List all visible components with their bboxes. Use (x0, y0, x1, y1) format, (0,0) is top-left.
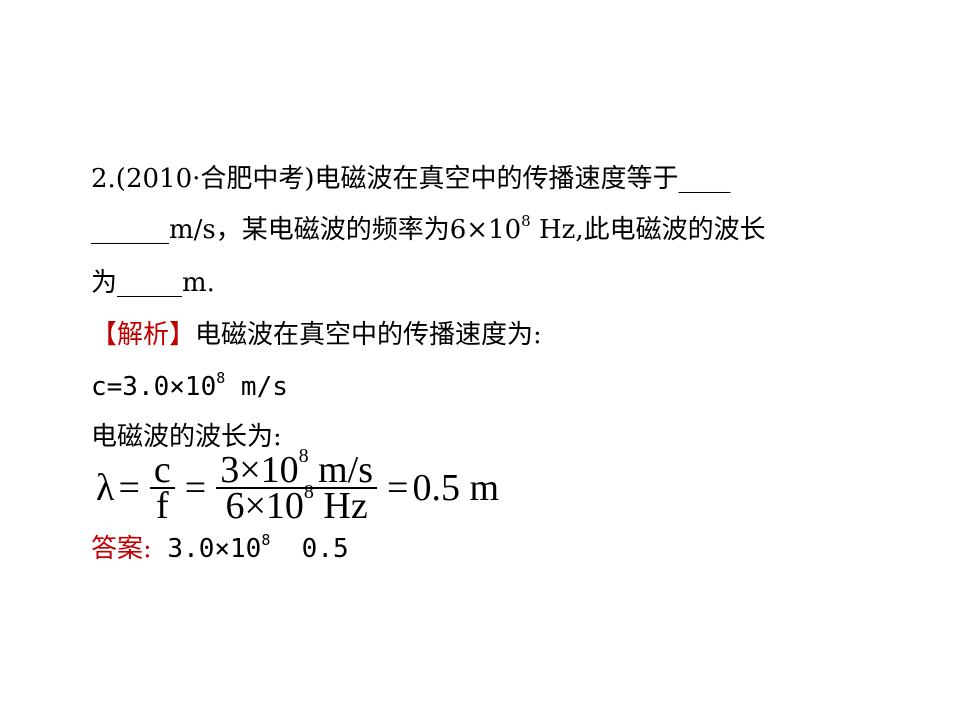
equals-sign-1: = (118, 467, 140, 509)
speed-line: c=3.0×108 m/s (91, 370, 288, 404)
question-line-3: 为_____m. (91, 266, 215, 300)
lambda-symbol: λ (96, 467, 115, 509)
wavelength-formula: λ = c f = 3×108 m/s 6×108 Hz = 0.5 m (96, 446, 500, 527)
formula-result: 0.5 m (412, 467, 500, 509)
fraction-1-numerator: c (153, 449, 171, 491)
analysis-text: 电磁波在真空中的传播速度为: (195, 320, 542, 350)
fraction-2-numerator-base: 3×10 (220, 449, 299, 491)
question-text-2a: ______m/s，某电磁波的频率为6×10 (91, 215, 522, 245)
answer-value-2: 0.5 (270, 534, 349, 564)
fraction-values: 3×108 m/s 6×108 Hz (216, 446, 378, 525)
analysis-label: 【解析】 (91, 320, 196, 350)
question-text-3: 为_____m. (91, 268, 215, 298)
wavelength-intro-line: 电磁波的波长为: (91, 420, 282, 454)
fraction-2-numerator-exp: 8 (298, 445, 309, 468)
speed-exponent: 8 (216, 369, 226, 388)
answer-value-1-base: 3.0×10 (151, 534, 262, 564)
fraction-2-denominator-base: 6×10 (225, 485, 304, 527)
fraction-1-bar (149, 487, 175, 489)
equals-sign-3: = (387, 467, 409, 509)
question-line-2: ______m/s，某电磁波的频率为6×108 Hz,此电磁波的波长 (91, 213, 766, 247)
analysis-line: 【解析】电磁波在真空中的传播速度为: (91, 318, 542, 352)
fraction-2-bar (216, 487, 378, 489)
fraction-2-numerator-unit: m/s (308, 449, 374, 491)
answer-label: 答案: (91, 534, 152, 564)
question-text-2b: Hz,此电磁波的波长 (530, 215, 766, 245)
fraction-1-denominator: f (155, 485, 169, 527)
question-text-1: 2.(2010·合肥中考)电磁波在真空中的传播速度等于____ (91, 164, 731, 194)
question-exponent: 8 (521, 212, 531, 231)
fraction-2-denominator-exp: 8 (303, 481, 314, 504)
question-line-1: 2.(2010·合肥中考)电磁波在真空中的传播速度等于____ (91, 162, 731, 196)
fraction-c-over-f: c f (149, 449, 175, 527)
fraction-2-denominator: 6×108 Hz (221, 482, 371, 525)
speed-unit: m/s (225, 372, 288, 402)
answer-line: 答案: 3.0×108 0.5 (91, 532, 349, 566)
speed-base: c=3.0×10 (91, 372, 217, 402)
fraction-2-denominator-unit: Hz (313, 485, 368, 527)
wavelength-intro: 电磁波的波长为: (91, 422, 282, 452)
equals-sign-2: = (184, 467, 207, 509)
answer-value-1-exp: 8 (261, 531, 271, 550)
fraction-2-numerator: 3×108 m/s (216, 446, 377, 489)
